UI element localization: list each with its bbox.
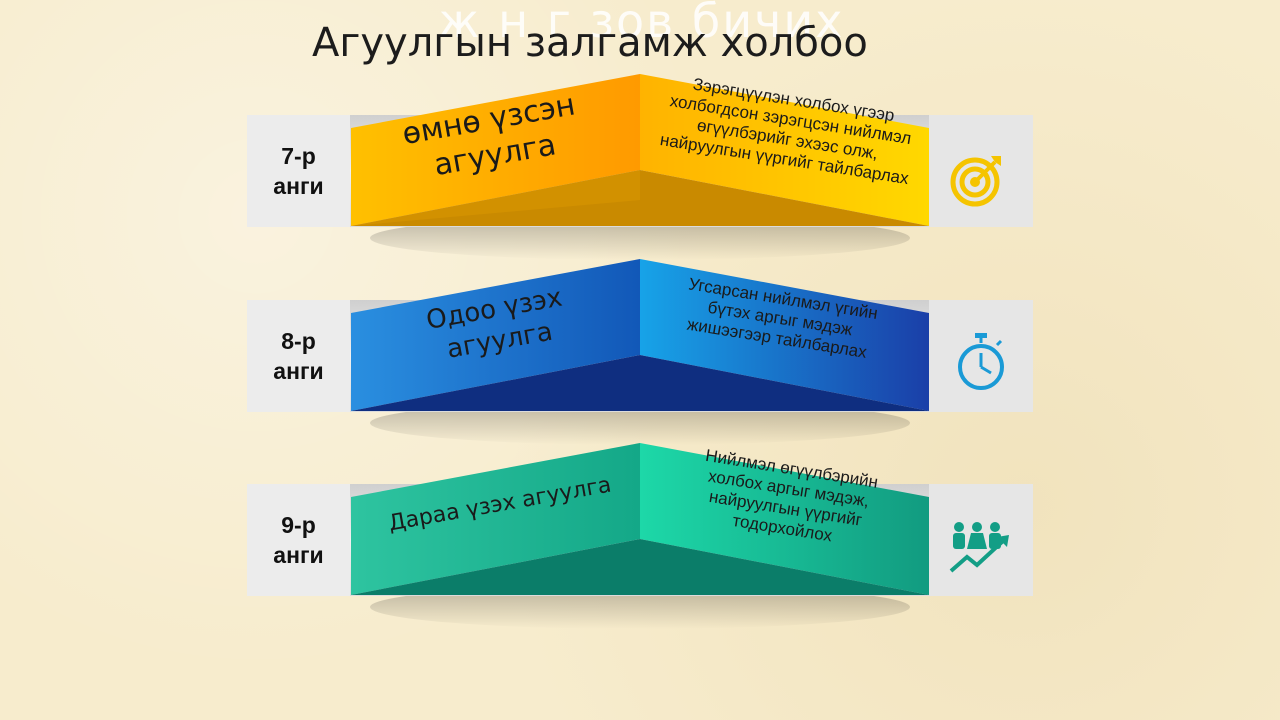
row-shape — [247, 259, 1033, 445]
grade-number: 7-р — [281, 143, 316, 169]
content-row-grade-7: 7-р анги өмнө үзсэн агуулга Зэрэгцүүлэн … — [247, 70, 1033, 300]
page-title: Агуулгын залгамж холбоо — [312, 20, 868, 66]
grade-word: анги — [273, 358, 324, 384]
row-shape — [247, 74, 1033, 260]
target-icon — [950, 156, 1001, 207]
stopwatch-icon — [958, 333, 1004, 390]
grade-word: анги — [273, 542, 324, 568]
watermark-text: ж н г зов бичих — [438, 0, 845, 48]
content-row-grade-8: 8-р анги Одоо үзэх агуулга Угсарсан нийл… — [247, 255, 1033, 485]
grade-label: 7-р анги — [247, 141, 350, 201]
grade-word: анги — [273, 173, 324, 199]
row-shape — [247, 443, 1033, 629]
people-growth-icon — [949, 522, 1009, 573]
grade-number: 8-р — [281, 328, 316, 354]
grade-label: 8-р анги — [247, 326, 350, 386]
grade-number: 9-р — [281, 512, 316, 538]
content-row-grade-9: 9-р анги Дараа үзэх агуулга Нийлмэл өгүү… — [247, 439, 1033, 669]
grade-label: 9-р анги — [247, 510, 350, 570]
